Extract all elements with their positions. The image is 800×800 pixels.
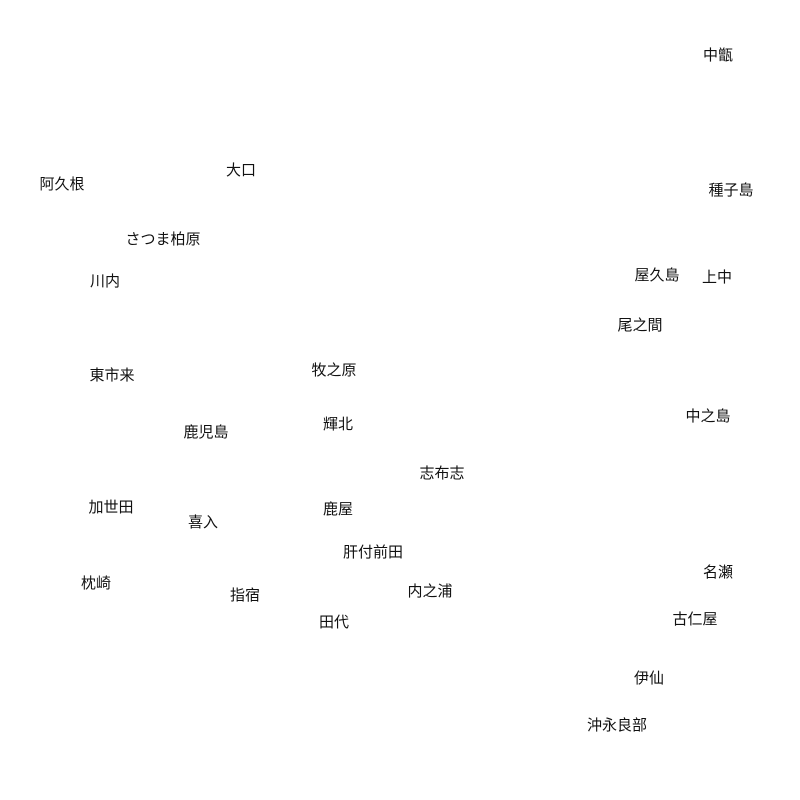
place-label-tanegashima: 種子島 [708,181,754,199]
place-label-uchinoura: 内之浦 [407,582,453,600]
place-label-yakushima: 屋久島 [634,266,680,284]
place-label-kiire: 喜入 [187,513,219,531]
place-label-kagoshima: 鹿児島 [183,423,229,441]
place-label-okuchi: 大口 [225,161,257,179]
place-label-naze: 名瀬 [702,563,734,581]
place-label-makurazaki: 枕崎 [80,574,112,592]
place-label-akune: 阿久根 [39,175,85,193]
place-label-kaseda: 加世田 [88,498,134,516]
place-label-isen: 伊仙 [633,669,665,687]
place-label-kaminaka: 上中 [701,268,733,286]
place-label-kihoku: 輝北 [322,415,354,433]
place-label-ibusuki: 指宿 [229,586,261,604]
place-label-shibushi: 志布志 [419,464,465,482]
place-label-koniya: 古仁屋 [672,610,718,628]
place-label-nakanoshima: 中之島 [685,407,731,425]
place-label-satsuma-kashiwabaru: さつま柏原 [125,230,201,248]
place-label-naka-koshiki: 中甑 [702,46,734,64]
place-label-sendai: 川内 [89,272,121,290]
place-label-tashiro: 田代 [318,613,350,631]
place-label-kanoya: 鹿屋 [322,500,354,518]
place-label-higashi-ichiki: 東市来 [89,366,135,384]
place-label-makinohara: 牧之原 [311,361,357,379]
place-label-kimotsuki-maeda: 肝付前田 [342,543,404,561]
place-label-onoaida: 尾之間 [617,316,663,334]
place-label-okinoerabu: 沖永良部 [586,716,648,734]
